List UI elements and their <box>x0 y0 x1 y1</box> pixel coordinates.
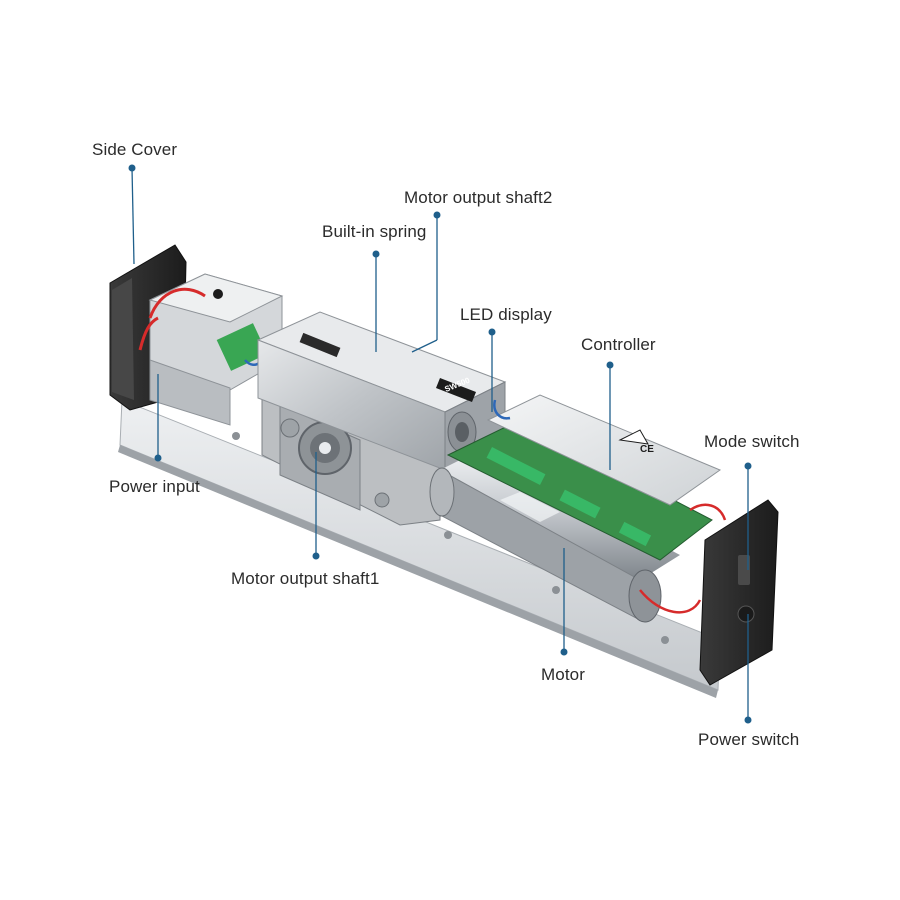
label-power-switch: Power switch <box>698 730 800 749</box>
base-rail <box>118 399 721 698</box>
label-led-display: LED display <box>460 305 552 324</box>
label-motor-output-shaft1: Motor output shaft1 <box>231 569 380 588</box>
label-motor: Motor <box>541 665 585 684</box>
warning-triangle-icon <box>618 429 649 445</box>
rail-screws <box>232 432 669 644</box>
right-end-cap <box>699 499 779 686</box>
motor-shaft2-coupling <box>447 411 477 453</box>
leader-lines <box>128 164 752 724</box>
label-side-cover: Side Cover <box>92 140 178 159</box>
label-mode-switch: Mode switch <box>704 432 800 451</box>
label-controller: Controller <box>581 335 656 354</box>
mode-switch-knob <box>738 555 750 585</box>
label-power-input: Power input <box>109 477 200 496</box>
label-motor-output-shaft2: Motor output shaft2 <box>404 188 553 207</box>
power-input-module <box>138 273 284 426</box>
leader-side-cover <box>131 167 135 265</box>
motor-can <box>429 450 680 623</box>
controller-board: CE <box>446 394 727 614</box>
label-built-in-spring: Built-in spring <box>322 222 427 241</box>
ce-mark-icon: CE <box>640 444 654 455</box>
spring-housing: SW500 <box>256 311 507 471</box>
power-switch-knob <box>737 605 755 623</box>
